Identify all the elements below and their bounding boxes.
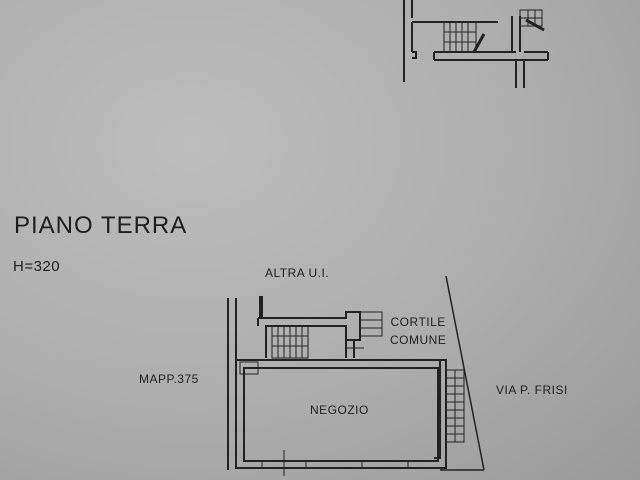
courtyard-label: CORTILE COMUNE: [390, 313, 446, 349]
floor-title: PIANO TERRA: [14, 212, 188, 239]
parcel-label: MAPP.375: [139, 372, 199, 386]
ceiling-height-label: H=320: [13, 258, 61, 275]
shop-room-label: NEGOZIO: [310, 403, 369, 417]
street-label: VIA P. FRISI: [496, 383, 568, 397]
ground-floor-plan: [227, 275, 485, 476]
courtyard-label-line1: CORTILE: [390, 315, 446, 329]
neighbor-unit-label: ALTRA U.I.: [265, 266, 330, 280]
courtyard-label-line2: COMUNE: [390, 333, 447, 347]
upper-floor-fragment: [403, 0, 549, 88]
